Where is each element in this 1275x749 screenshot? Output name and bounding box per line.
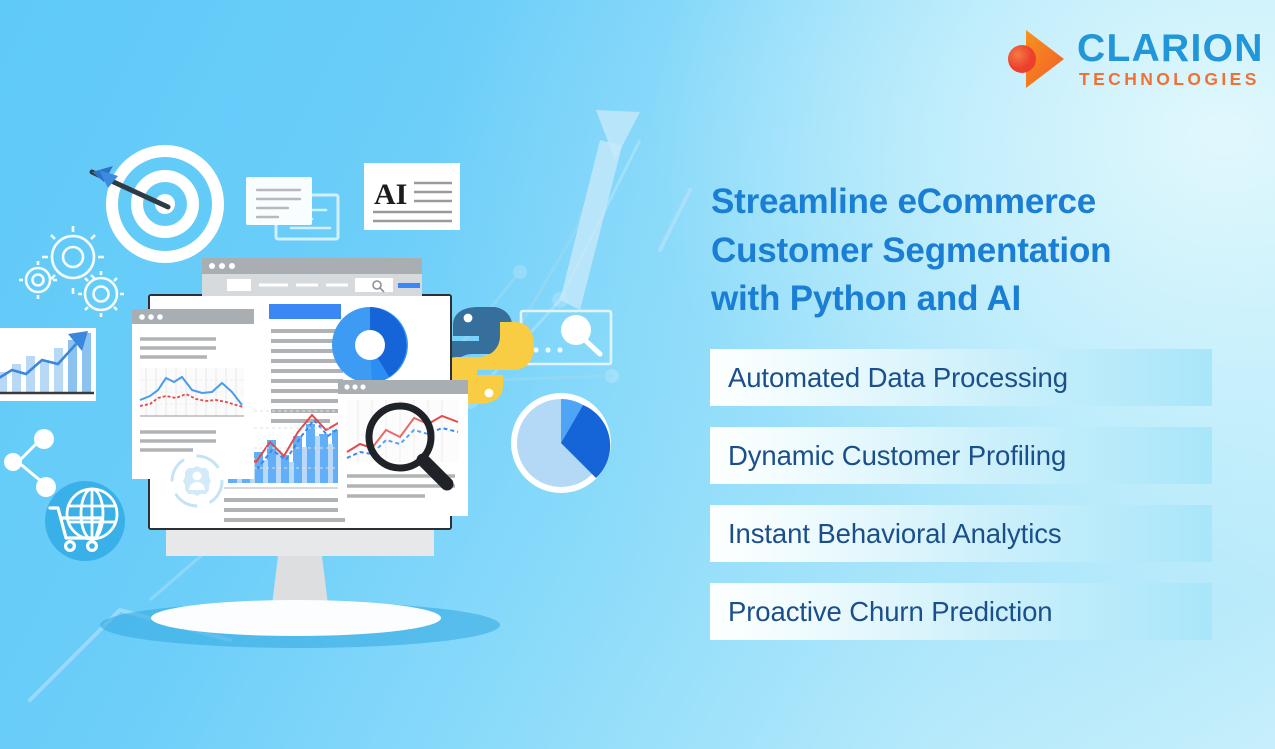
feature-item-4[interactable]: Proactive Churn Prediction — [710, 583, 1212, 640]
feature-label: Proactive Churn Prediction — [728, 595, 1053, 627]
document-cards-icon — [246, 177, 340, 241]
clarion-arrow-logo-icon — [1004, 28, 1068, 90]
browser-window-left — [132, 309, 254, 479]
feature-list: Automated Data Processing Dynamic Custom… — [710, 349, 1212, 640]
globe-shopping-cart-icon — [45, 481, 125, 561]
feature-item-3[interactable]: Instant Behavioral Analytics — [710, 505, 1212, 562]
feature-item-2[interactable]: Dynamic Customer Profiling — [710, 427, 1212, 484]
headline-line-1: Streamline eCommerce — [711, 182, 1097, 221]
bar-chart-arrow-icon — [0, 328, 96, 401]
donut-chart-icon — [332, 307, 408, 383]
pie-chart-icon — [511, 393, 611, 493]
hero-illustration: AI — [0, 145, 613, 648]
headline-line-3: with Python and AI — [711, 279, 1022, 319]
search-box-icon — [519, 309, 613, 366]
page-title: Streamline eCommerce Customer Segmentati… — [711, 178, 1221, 324]
brand-name: CLARION — [1077, 27, 1264, 71]
share-network-icon — [4, 429, 56, 497]
ai-article-card-icon: AI — [364, 163, 460, 230]
brand-tagline: TECHNOLOGIES — [1079, 69, 1260, 90]
user-settings-icon — [170, 454, 224, 508]
gears-icon — [19, 226, 124, 317]
feature-label: Automated Data Processing — [728, 361, 1068, 393]
brand-logo[interactable]: CLARION TECHNOLOGIES — [1004, 28, 1264, 90]
headline-line-2: Customer Segmentation — [711, 230, 1112, 270]
magnifier-icon — [365, 402, 454, 491]
target-with-arrow-icon — [89, 145, 224, 263]
feature-label: Dynamic Customer Profiling — [728, 439, 1067, 471]
feature-item-1[interactable]: Automated Data Processing — [710, 349, 1212, 406]
line-chart-icon — [139, 368, 244, 417]
feature-label: Instant Behavioral Analytics — [728, 517, 1062, 549]
svg-text:AI: AI — [374, 178, 407, 211]
